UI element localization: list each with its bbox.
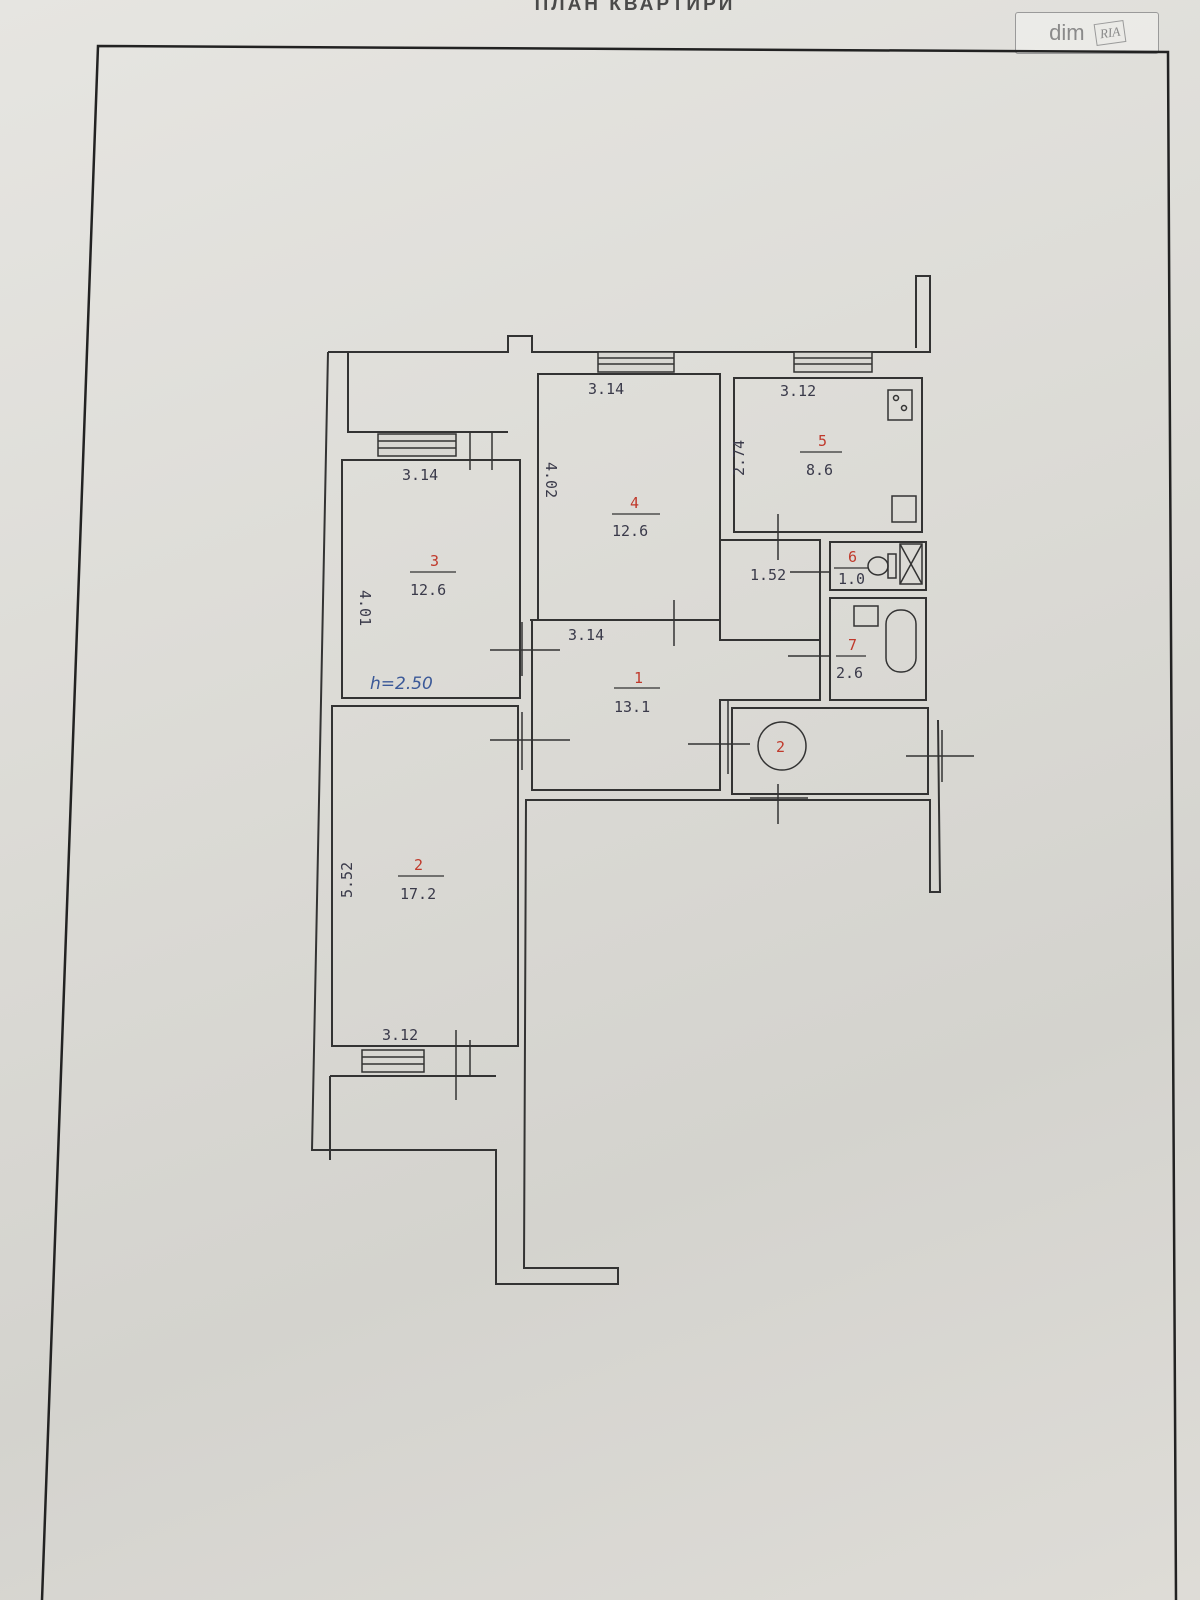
toilet-icon [867,556,889,576]
room-area-5: 8.6 [806,461,833,479]
fixtures [757,389,923,771]
windows [361,351,873,1073]
room-area-7: 2.6 [836,664,863,682]
room-number-4: 4 [630,494,639,512]
room-area-3: 12.6 [410,581,446,599]
room-area-1: 13.1 [614,698,650,716]
room-number-3: 3 [430,552,439,570]
dim-room4-width: 3.14 [588,380,624,398]
page-frame [40,44,1178,1600]
dim-hall-width: 3.14 [568,626,604,644]
toilet-tank-icon [887,553,897,579]
dim-room2-depth: 5.52 [338,862,356,898]
dim-room5-width: 3.12 [780,382,816,400]
stove-icon [887,389,913,421]
dimension-labels: 3.14 4.01 3.14 4.02 3.12 2.74 3.14 1.52 … [338,380,816,1044]
bathtub-icon [885,609,917,673]
dim-room2-width: 3.12 [382,1026,418,1044]
sink-icon [891,495,917,523]
doors [455,432,974,1100]
walls [310,275,942,1285]
stove-burner-icon [892,394,900,402]
ceiling-height-note: h=2.50 [370,674,433,694]
dim-corridor-width: 1.52 [750,566,786,584]
room-number-5: 5 [818,432,827,450]
room-number-1: 1 [634,669,643,687]
dim-room3-depth: 4.01 [356,590,374,626]
room-area-2: 17.2 [400,885,436,903]
ventilation-shaft-icon [899,543,923,585]
room-area-4: 12.6 [612,522,648,540]
washbasin-icon [853,605,879,627]
watermark-logo: dim RIA [1015,12,1159,54]
dim-room4-depth: 4.02 [542,462,560,498]
dim-room3-width: 3.14 [402,466,438,484]
room-number-7: 7 [848,636,857,654]
closet-number: 2 [776,738,785,756]
room-area-6: 1.0 [838,570,865,588]
watermark-brand: dim [1049,20,1085,45]
page-title: ПЛАН КВАРТИРИ [534,0,736,15]
stove-burner-icon [900,404,908,412]
room-labels: 1 13.1 2 17.2 3 12.6 4 12.6 5 8.6 6 1.0 … [398,432,868,903]
dim-room5-depth: 2.74 [730,440,748,476]
room-number-2: 2 [414,856,423,874]
closet-circle [757,721,807,771]
room-number-6: 6 [848,548,857,566]
